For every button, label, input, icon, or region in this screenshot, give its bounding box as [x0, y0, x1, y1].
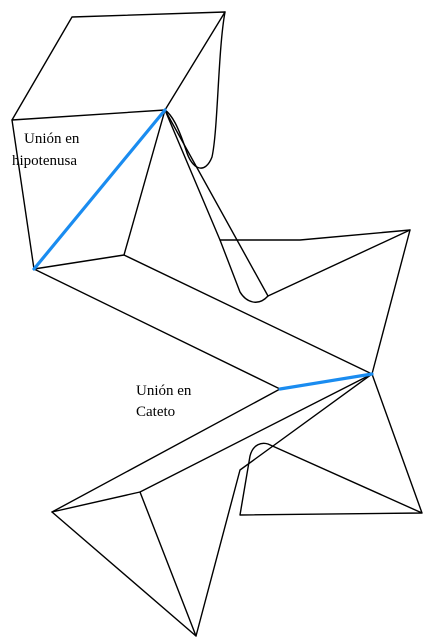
leg-joint-label: Unión en Cateto — [136, 383, 195, 420]
upper-pyramid-outer — [164, 109, 411, 375]
upper-block-face-top — [11, 11, 226, 121]
lower-pyramid-fold — [239, 373, 423, 516]
lower-pyramid-outer — [51, 491, 197, 637]
upper-pyramid-base — [219, 229, 411, 241]
hypotenuse-joint-label-line-1: Unión en — [24, 131, 80, 147]
upper-pyramid — [164, 109, 411, 375]
middle-strip-fold-line — [51, 373, 373, 513]
hypotenuse-joint-line — [32, 108, 167, 271]
middle-strip-upper-edge — [33, 268, 373, 390]
lower-pyramid — [51, 373, 423, 637]
lower-pyramid-right — [195, 373, 373, 637]
middle-strip-lower-edge — [123, 254, 373, 375]
leg-joint-line — [278, 372, 374, 391]
upper-block-curled-fold — [164, 11, 226, 169]
leg-joint-label-line-1: Unión en — [136, 383, 192, 399]
upper-pyramid-inner — [164, 109, 269, 303]
leg-joint-label-line-2: Cateto — [136, 404, 175, 420]
hypotenuse-joint-label: Unión en hipotenusa — [12, 131, 83, 169]
hypotenuse-joint-label-line-2: hipotenusa — [12, 153, 77, 169]
